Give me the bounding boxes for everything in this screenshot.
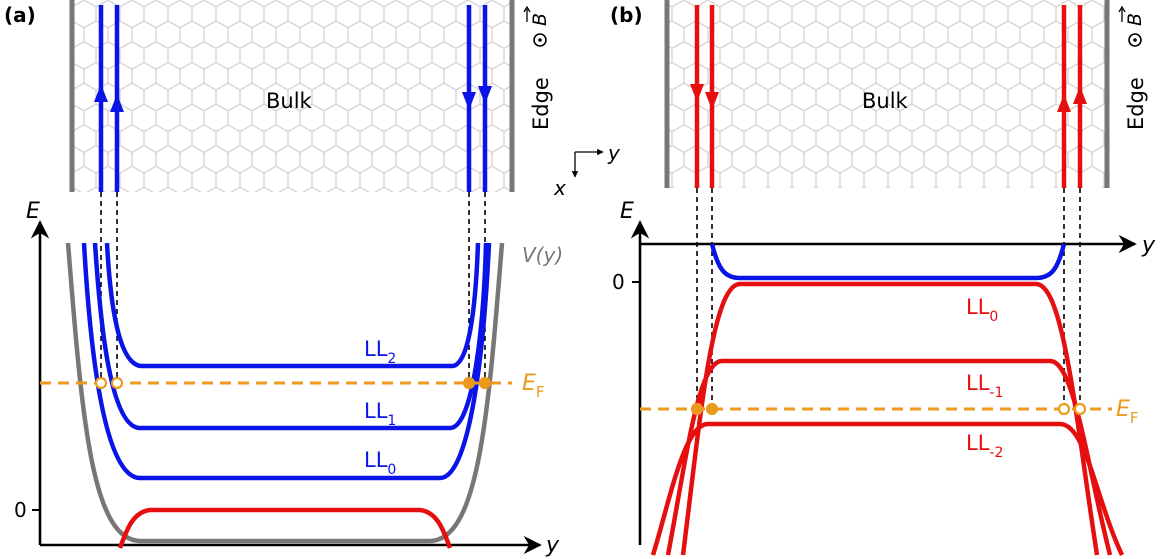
panel-b-open-dot bbox=[1057, 402, 1071, 416]
panel-a-lattice bbox=[72, 0, 512, 192]
coordinate-frame: y x bbox=[553, 141, 621, 200]
panel-a-arrow-down-icon bbox=[462, 92, 476, 110]
panel-a-ll1-curve bbox=[92, 242, 489, 431]
panel-a-field-icon: B bbox=[523, 5, 551, 47]
panel-b-e-label: E bbox=[620, 199, 634, 224]
panel-b-ll-2-curve bbox=[650, 421, 1125, 556]
panel-b: (b) Bulk Edge B E y bbox=[610, 0, 1156, 556]
panel-b-arrow-down-icon bbox=[690, 84, 704, 102]
panel-b-ll-1-label: LL-1 bbox=[966, 371, 1003, 401]
panel-b-field-icon: B bbox=[1118, 5, 1146, 47]
panel-a-open-dot bbox=[94, 376, 108, 390]
panel-a-projection-lines bbox=[100, 192, 486, 383]
coord-y-label: y bbox=[607, 141, 621, 165]
panel-a-filled-dot bbox=[462, 376, 476, 390]
panel-b-y-label: y bbox=[1141, 233, 1156, 258]
panel-b-fermi-label: EF bbox=[1116, 397, 1139, 427]
svg-text:B: B bbox=[1124, 13, 1146, 26]
panel-b-arrow-down-icon bbox=[705, 92, 719, 110]
panel-a-ll0-label: LL0 bbox=[364, 448, 396, 478]
svg-text:B: B bbox=[529, 13, 551, 26]
panel-a-ll2-curve bbox=[104, 242, 481, 369]
panel-b-ll-1-curve bbox=[665, 358, 1113, 556]
panel-a-arrow-down-icon bbox=[478, 86, 492, 104]
panel-a-filled-dot bbox=[478, 376, 492, 390]
panel-a-bulk-label: Bulk bbox=[266, 89, 313, 113]
panel-b-projection-lines bbox=[696, 188, 1081, 409]
panel-a-ll0-curve bbox=[81, 242, 492, 481]
panel-a-e-label: E bbox=[26, 199, 40, 224]
panel-b-ll-2-label: LL-2 bbox=[966, 431, 1003, 461]
panel-a-potential-label: V(y) bbox=[522, 243, 563, 267]
panel-a-ll2-label: LL2 bbox=[364, 337, 396, 367]
panel-a-open-dot bbox=[110, 376, 124, 390]
panel-b-blue-band bbox=[709, 243, 1067, 281]
panel-a-red-band bbox=[117, 507, 453, 549]
panel-a-edge-label: Edge bbox=[529, 77, 553, 130]
panel-b-filled-dot bbox=[690, 402, 704, 416]
panel-b-arrow-up-icon bbox=[1057, 94, 1071, 112]
panel-b-lattice bbox=[667, 0, 1107, 188]
panel-a-arrow-up-icon bbox=[94, 84, 108, 102]
panel-a-zero-label: 0 bbox=[14, 498, 27, 522]
panel-a-letter: (a) bbox=[4, 3, 36, 27]
panel-b-filled-dot bbox=[705, 402, 719, 416]
coord-x-label: x bbox=[553, 176, 566, 200]
panel-a-y-label: y bbox=[545, 533, 560, 558]
panel-b-ll0-curve bbox=[680, 281, 1100, 556]
panel-b-arrow-up-icon bbox=[1073, 86, 1087, 104]
panel-a-potential-curve bbox=[65, 242, 505, 544]
panel-b-bulk-label: Bulk bbox=[862, 89, 909, 113]
panel-a: (a) Bulk Edge B y x bbox=[4, 0, 621, 558]
panel-a-fermi-label: EF bbox=[522, 371, 545, 401]
panel-b-edge-label: Edge bbox=[1124, 77, 1148, 130]
panel-a-arrow-up-icon bbox=[110, 94, 124, 112]
panel-b-ll0-label: LL0 bbox=[966, 295, 998, 325]
panel-b-open-dot bbox=[1073, 402, 1087, 416]
panel-b-letter: (b) bbox=[610, 3, 643, 27]
panel-a-ll1-label: LL1 bbox=[364, 399, 396, 429]
panel-b-zero-label: 0 bbox=[612, 270, 625, 294]
